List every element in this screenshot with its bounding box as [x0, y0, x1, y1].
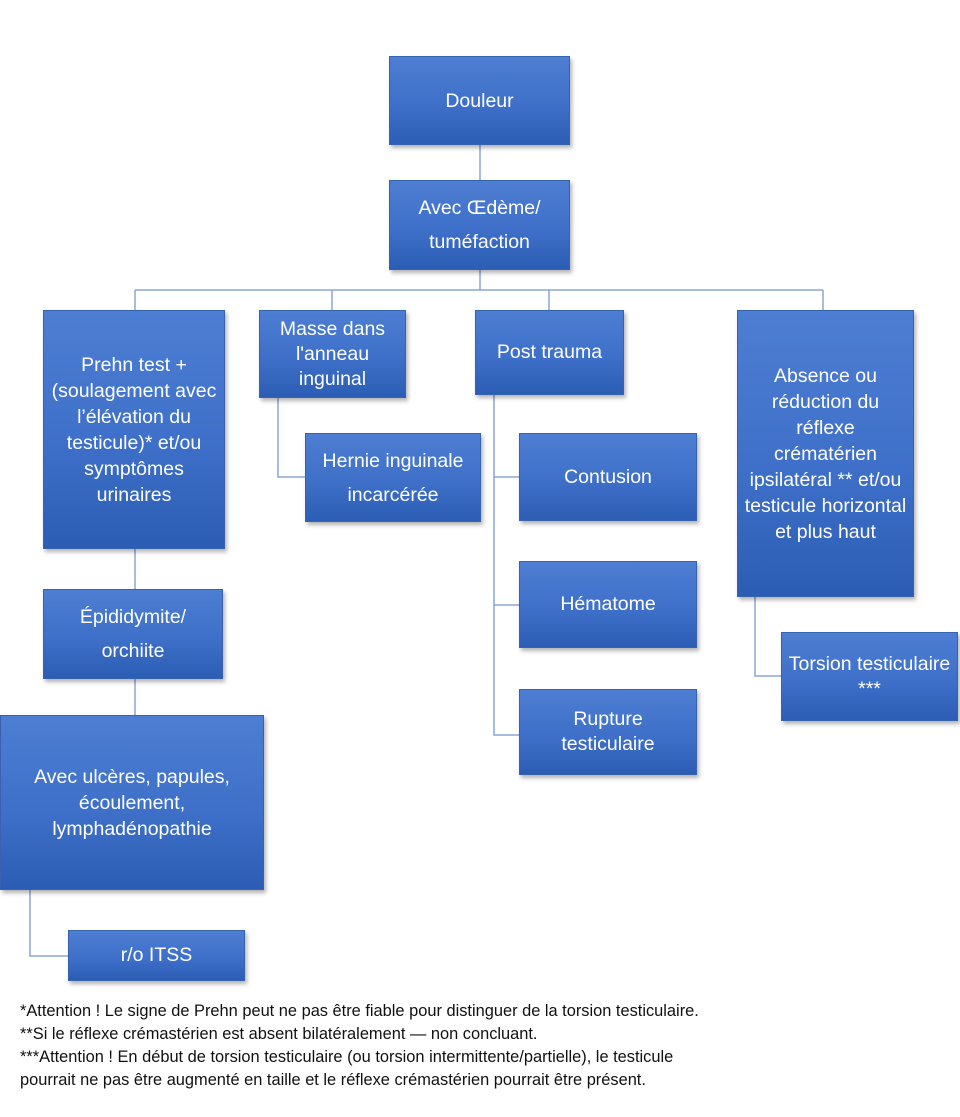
node-post-trauma: Post trauma [475, 310, 624, 395]
node-itss: r/o ITSS [68, 930, 245, 981]
node-masse: Masse dans l'anneau inguinal [259, 310, 406, 398]
node-oedeme: Avec Œdème/ tuméfaction [389, 180, 570, 270]
node-rupture: Rupture testiculaire [519, 689, 697, 775]
connector-ulceres-itss [29, 890, 68, 957]
footnote-reflexe: **Si le réflexe crémastérien est absent … [20, 1025, 538, 1043]
connector-masse-hernie [277, 398, 305, 478]
node-contusion: Contusion [519, 433, 697, 521]
node-hernie: Hernie inguinale incarcérée [305, 433, 481, 522]
node-hematome: Hématome [519, 561, 697, 648]
connector-post-trauma-spine [493, 395, 519, 736]
node-absence-reflexe: Absence ou réduction du réflexe crématér… [737, 310, 914, 597]
node-torsion: Torsion testiculaire *** [781, 632, 958, 721]
node-prehn: Prehn test + (soulagement avec l’élévati… [43, 310, 225, 549]
node-epididymite: Épididymite/ orchiite [43, 589, 223, 679]
footnote-torsion-line-2: pourrait ne pas être augmenté en taille … [20, 1071, 646, 1089]
footnotes: *Attention ! Le signe de Prehn peut ne p… [20, 1000, 950, 1092]
node-ulceres: Avec ulcères, papules, écoulement, lymph… [0, 715, 264, 890]
connector-absence-torsion [754, 597, 781, 677]
footnote-prehn: *Attention ! Le signe de Prehn peut ne p… [20, 1002, 699, 1020]
footnote-torsion-line-1: ***Attention ! En début de torsion testi… [20, 1048, 674, 1066]
node-douleur: Douleur [389, 56, 570, 145]
